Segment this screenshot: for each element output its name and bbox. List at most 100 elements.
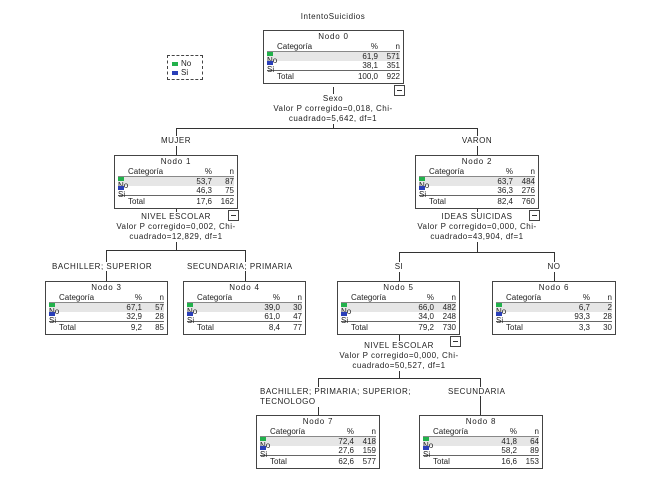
- category-swatch-icon: [260, 446, 266, 450]
- category-label: Si: [496, 316, 504, 325]
- branch-label: SECUNDARIA: [448, 387, 506, 396]
- node-title: Nodo 3: [91, 283, 122, 292]
- row-no: No41,864: [423, 437, 539, 450]
- category-swatch-icon: [496, 312, 502, 316]
- connector-line: [480, 378, 481, 415]
- collapse-button[interactable]: [449, 336, 461, 347]
- column-header-row: Categoría%n: [341, 293, 456, 303]
- split-variable: NIVEL ESCOLAR: [364, 341, 434, 350]
- category-swatch-icon: [419, 186, 425, 190]
- connector-line: [477, 240, 478, 252]
- count-cell: 28: [155, 312, 164, 321]
- tree-node-8[interactable]: Nodo 8Categoría%nNo41,864Si58,289Total16…: [419, 415, 543, 469]
- count-cell: 482: [442, 303, 456, 312]
- category-cell: Si: [341, 312, 402, 325]
- percent-cell: 6,7: [578, 303, 590, 312]
- category-swatch-icon: [423, 437, 429, 441]
- column-header-row: Categoría%n: [260, 427, 376, 437]
- category-cell: Si: [260, 446, 322, 459]
- count-cell: 64: [530, 437, 539, 446]
- count-cell: 351: [386, 61, 400, 70]
- category-label: Total: [433, 457, 450, 466]
- category-label: Categoría: [197, 293, 233, 302]
- split-label-ideas-suicidas: IDEAS SUICIDAS Valor P corregido=0,000, …: [417, 212, 537, 242]
- category-swatch-icon: [267, 52, 273, 56]
- count-cell: 418: [362, 437, 376, 446]
- category-label: Si: [260, 450, 268, 459]
- split-stat: cuadrado=50,527, df=1: [352, 361, 446, 370]
- category-cell: Si: [423, 446, 485, 459]
- connector-line: [176, 128, 478, 129]
- percent-cell: 17,6: [196, 197, 212, 206]
- count-cell: 57: [155, 303, 164, 312]
- percent-cell: 53,7: [196, 177, 212, 186]
- green-swatch-icon: [172, 61, 178, 66]
- category-label: No: [341, 307, 402, 316]
- tree-node-1[interactable]: Nodo 1Categoría%nNo53,787Si46,375Total17…: [114, 155, 239, 221]
- connector-line: [477, 205, 478, 213]
- branch-label-line: TECNOLOGO: [260, 397, 316, 406]
- percent-cell: 61,0: [264, 312, 280, 321]
- category-cell: No: [267, 52, 346, 65]
- percent-cell: 16,6: [501, 457, 517, 466]
- tree-node-3[interactable]: Nodo 3Categoría%nNo67,157Si32,928Total9,…: [45, 281, 168, 335]
- tree-node-6[interactable]: Nodo 6Categoría%nNo6,72Si93,328Total3,33…: [492, 281, 616, 335]
- category-label: Total: [429, 197, 446, 206]
- connector-line: [333, 87, 334, 95]
- category-swatch-icon: [267, 61, 273, 65]
- legend-item-si: Si: [172, 68, 198, 77]
- tree-node-0[interactable]: Nodo 0Categoría%nNo61,9571Si38,1351Total…: [263, 30, 405, 96]
- count-cell: 159: [362, 446, 376, 455]
- row-no: No6,72: [496, 303, 612, 316]
- tree-node-4[interactable]: Nodo 4Categoría%nNo39,030Si61,047Total8,…: [183, 281, 306, 335]
- count-cell: 484: [521, 177, 535, 186]
- tree-node-7[interactable]: Nodo 7Categoría%nNo72,4418Si27,6159Total…: [256, 415, 380, 469]
- node-title: Nodo 2: [461, 157, 493, 166]
- count-cell: 2: [607, 303, 612, 312]
- row-no: No67,157: [49, 303, 164, 316]
- category-label: No: [267, 56, 346, 65]
- count-cell: 276: [521, 186, 535, 195]
- percent-cell: %: [426, 293, 434, 302]
- count-cell: n: [297, 293, 302, 302]
- legend-label: No: [181, 59, 192, 68]
- percent-cell: 9,2: [130, 323, 142, 332]
- count-cell: 730: [442, 323, 456, 332]
- split-stat: cuadrado=43,904, df=1: [430, 232, 524, 241]
- percent-cell: %: [134, 293, 142, 302]
- row-no: No 63,7 484: [419, 177, 535, 190]
- category-label: Total: [506, 323, 523, 332]
- collapse-button[interactable]: [393, 85, 405, 96]
- percent-cell: 39,0: [264, 303, 280, 312]
- count-cell: 922: [386, 72, 400, 81]
- collapse-button[interactable]: [227, 210, 239, 221]
- connector-line: [106, 250, 246, 251]
- percent-cell: 62,6: [338, 457, 354, 466]
- column-header-row: Categoría%n: [423, 427, 539, 437]
- category-swatch-icon: [187, 312, 193, 316]
- split-stat: cuadrado=5,642, df=1: [288, 114, 378, 123]
- connector-line: [176, 240, 177, 250]
- tree-node-2[interactable]: Nodo 2Categoría%nNo63,7484Si36,3276Total…: [415, 155, 540, 221]
- tree-node-5[interactable]: Nodo 5Categoría%nNo66,0482Si34,0248Total…: [337, 281, 461, 347]
- collapse-button[interactable]: [528, 210, 540, 221]
- category-label: Total: [351, 323, 368, 332]
- percent-cell: %: [509, 427, 517, 436]
- category-cell: No: [49, 303, 110, 316]
- count-cell: 75: [225, 186, 234, 195]
- category-label: Categoría: [351, 293, 387, 302]
- category-label: Categoría: [59, 293, 95, 302]
- category-label: No: [419, 181, 481, 190]
- split-label-nivel-escolar-2: NIVEL ESCOLAR Valor P corregido=0,000, C…: [339, 341, 459, 371]
- category-swatch-icon: [49, 312, 55, 316]
- percent-cell: 63,7: [497, 177, 513, 186]
